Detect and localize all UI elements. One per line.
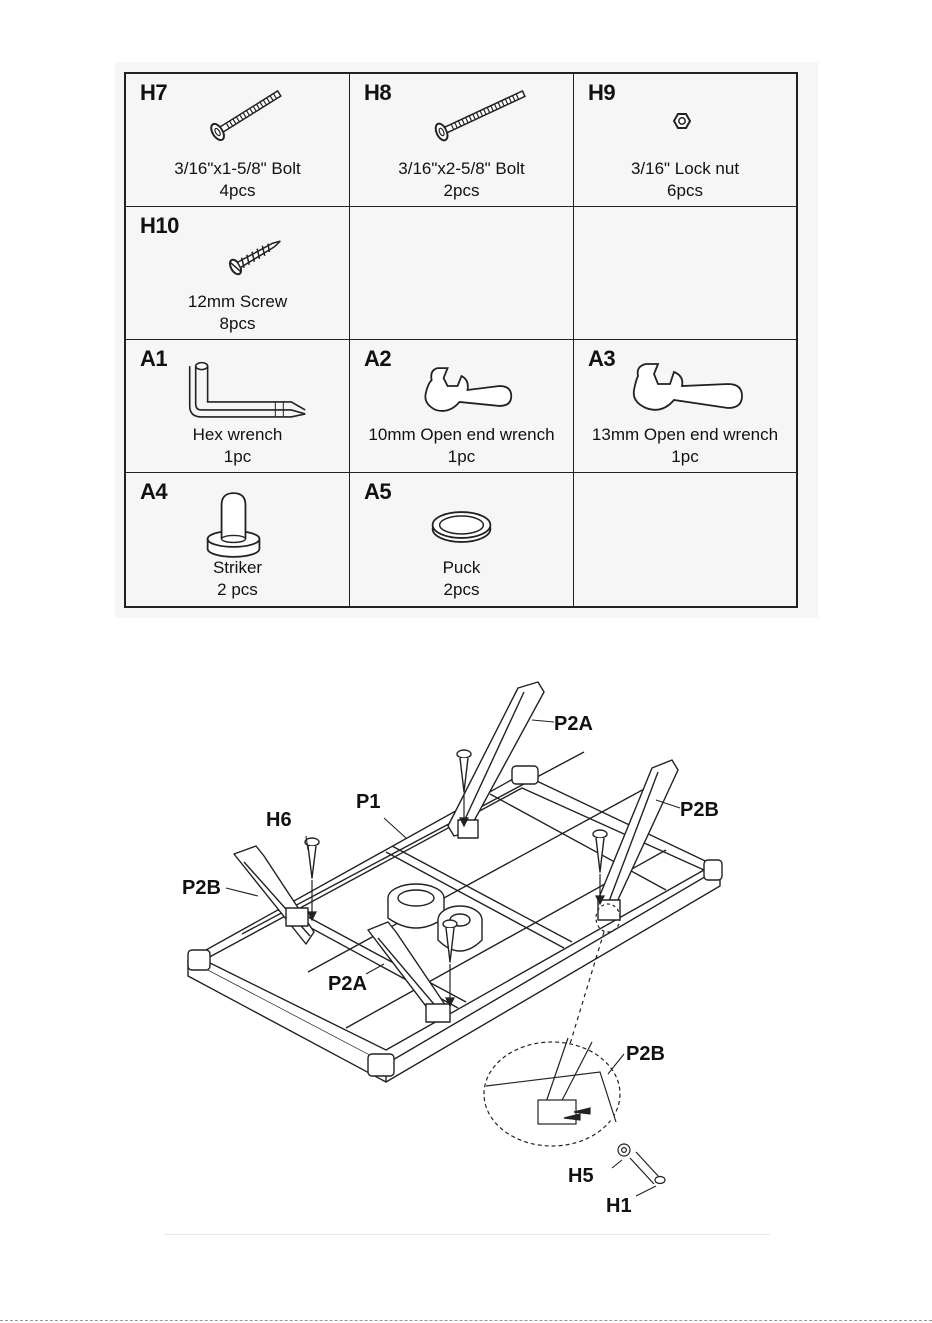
label-p1: P1 [356, 791, 380, 813]
open-end-wrench-icon [350, 354, 573, 434]
part-description: 3/16" Lock nut 6pcs [574, 158, 796, 202]
part-description: Hex wrench 1pc [126, 424, 349, 468]
part-quantity: 1pc [574, 446, 796, 468]
part-quantity: 6pcs [574, 180, 796, 202]
page-edge [0, 1320, 932, 1321]
part-description: 10mm Open end wrench 1pc [350, 424, 573, 468]
part-cell-h7: H7 3/16"x1-5/8" Bolt 4pcs [126, 74, 350, 207]
open-end-wrench-icon [574, 354, 796, 434]
label-p2a-top: P2A [554, 713, 593, 735]
part-name: 3/16"x2-5/8" Bolt [350, 158, 573, 180]
label-h5: H5 [568, 1165, 594, 1187]
part-description: 13mm Open end wrench 1pc [574, 424, 796, 468]
part-cell-a2: A2 10mm Open end wrench 1pc [350, 340, 574, 473]
part-name: Hex wrench [126, 424, 349, 446]
part-quantity: 1pc [126, 446, 349, 468]
part-name: 3/16" Lock nut [574, 158, 796, 180]
long-bolt-icon [350, 88, 573, 168]
part-cell-h10: H10 12mm Screw 8pcs [126, 207, 350, 340]
part-cell-a5: A5 Puck 2pcs [350, 473, 574, 606]
part-name: 12mm Screw [126, 291, 349, 313]
empty-part-cell [574, 207, 796, 340]
part-quantity: 2pcs [350, 180, 573, 202]
part-description: 12mm Screw 8pcs [126, 291, 349, 335]
part-description: 3/16"x1-5/8" Bolt 4pcs [126, 158, 349, 202]
part-description: Puck 2pcs [350, 557, 573, 601]
part-name: Striker [126, 557, 349, 579]
empty-part-cell [350, 207, 574, 340]
part-name: 13mm Open end wrench [574, 424, 796, 446]
part-description: Striker 2 pcs [126, 557, 349, 601]
divider [164, 1234, 770, 1235]
hex-wrench-icon [126, 354, 349, 434]
part-name: 3/16"x1-5/8" Bolt [126, 158, 349, 180]
label-h6: H6 [266, 809, 292, 831]
short-bolt-icon [126, 88, 349, 168]
label-h1: H1 [606, 1195, 632, 1217]
lock-nut-icon [574, 88, 796, 168]
part-quantity: 4pcs [126, 180, 349, 202]
part-cell-a3: A3 13mm Open end wrench 1pc [574, 340, 796, 473]
parts-table: H7 3/16"x1-5/8" Bolt 4pcs H8 3/16"x2- [124, 72, 798, 608]
part-quantity: 8pcs [126, 313, 349, 335]
label-p2b-left: P2B [182, 877, 221, 899]
part-description: 3/16"x2-5/8" Bolt 2pcs [350, 158, 573, 202]
puck-icon [350, 487, 573, 567]
screw-icon [126, 221, 349, 301]
label-p2b-right: P2B [680, 799, 719, 821]
part-cell-h8: H8 3/16"x2-5/8" Bolt 2pcs [350, 74, 574, 207]
part-cell-h9: H9 3/16" Lock nut 6pcs [574, 74, 796, 207]
label-p2a-bottom: P2A [328, 973, 367, 995]
part-cell-a1: A1 Hex wrench 1pc [126, 340, 350, 473]
leg-assembly-diagram: P2A P2B P1 H6 P2B P2A P2B H5 H1 [160, 672, 780, 1242]
label-p2b-detail: P2B [626, 1043, 665, 1065]
empty-part-cell [574, 473, 796, 606]
striker-icon [126, 487, 349, 567]
part-quantity: 2pcs [350, 579, 573, 601]
part-cell-a4: A4 Striker 2 pcs [126, 473, 350, 606]
part-name: 10mm Open end wrench [350, 424, 573, 446]
part-quantity: 1pc [350, 446, 573, 468]
part-quantity: 2 pcs [126, 579, 349, 601]
part-name: Puck [350, 557, 573, 579]
